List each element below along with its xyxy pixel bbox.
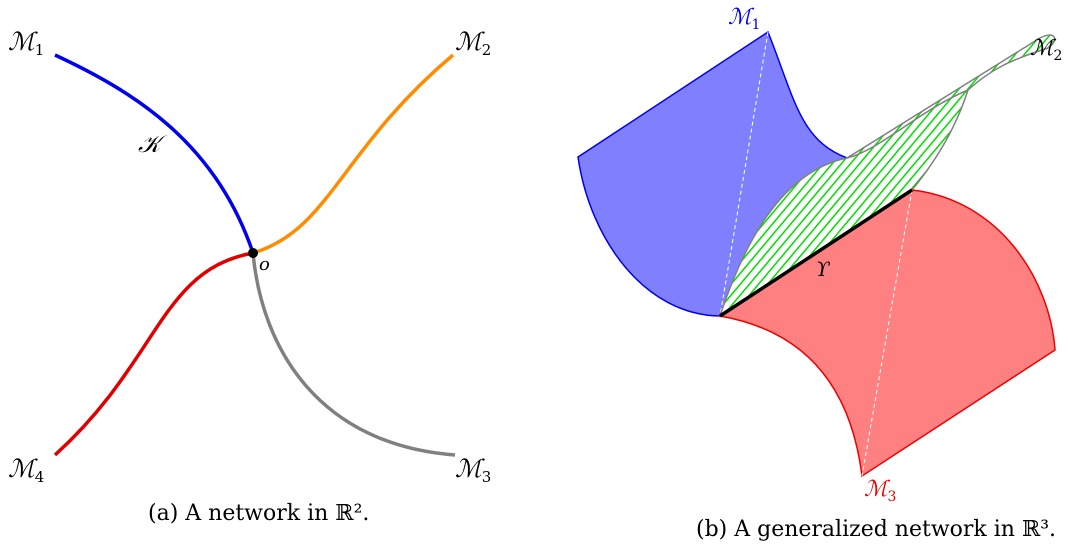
junction-point [248,248,258,258]
curve-m2 [252,53,455,255]
label-m3: ℳ3 [455,454,491,486]
curve-m3 [251,252,456,457]
label-k: 𝒦 [138,130,168,158]
curve-m4 [53,251,254,457]
sheet-m1-ridge [719,31,769,317]
curve-m1 [54,53,255,254]
network-3d: ℳ1 ℳ2 ℳ3 ϒ (b) A generalized network in … [577,5,1062,542]
label-m4: ℳ4 [8,454,44,486]
sheet-m2 [718,34,1056,318]
caption-b: (b) A generalized network in ℝ³. [696,517,1056,542]
label-m2: ℳ2 [455,27,491,59]
label-3d-m3: ℳ3 [864,477,896,505]
label-3d-m1: ℳ1 [728,5,760,33]
label-o: o [259,254,270,275]
label-upsilon: ϒ [816,257,831,281]
sheet-m3-ridge [861,189,913,477]
caption-a: (a) A network in ℝ². [148,501,369,526]
network-2d: ℳ1 ℳ2 ℳ3 ℳ4 𝒦 o (a) A network in ℝ². [8,27,491,526]
sheet-m2-fold [846,89,969,159]
label-3d-m2: ℳ2 [1030,36,1062,64]
junction-spine [719,188,913,318]
label-m1: ℳ1 [8,27,44,59]
